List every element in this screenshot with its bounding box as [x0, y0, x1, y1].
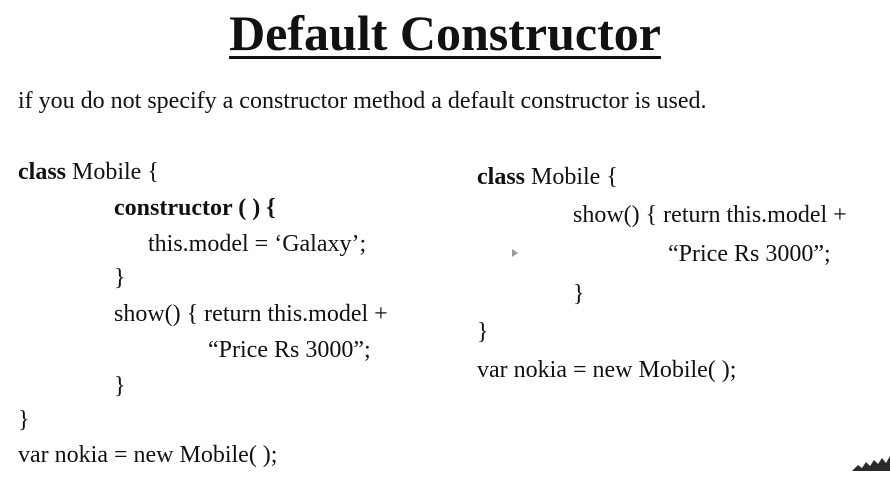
slide-title: Default Constructor [229, 5, 661, 61]
left-code-line-6: “Price Rs 3000”; [208, 337, 371, 363]
right-code-line-4: } [573, 281, 585, 307]
left-code-line-5: show() { return this.model + [114, 301, 388, 327]
left-code-line-2: constructor ( ) { [114, 195, 276, 221]
mouse-cursor-icon [512, 249, 518, 257]
intro-text: if you do not specify a constructor meth… [18, 88, 707, 114]
left-code-line-7: } [114, 373, 126, 399]
left-code-line-1: class Mobile { [18, 159, 159, 185]
right-code-line-6: var nokia = new Mobile( ); [477, 357, 737, 383]
right-code-line-1: class Mobile { [477, 164, 618, 190]
left-code-line-4: } [114, 265, 126, 291]
left-code-line-9: var nokia = new Mobile( ); [18, 442, 278, 468]
left-code-line-3: this.model = ‘Galaxy’; [148, 231, 367, 257]
corner-decoration-icon [852, 456, 890, 471]
right-code-line-5: } [477, 319, 489, 345]
right-code-line-2: show() { return this.model + [573, 202, 847, 228]
left-code-line-8: } [18, 407, 30, 433]
right-code-line-3: “Price Rs 3000”; [668, 241, 831, 267]
